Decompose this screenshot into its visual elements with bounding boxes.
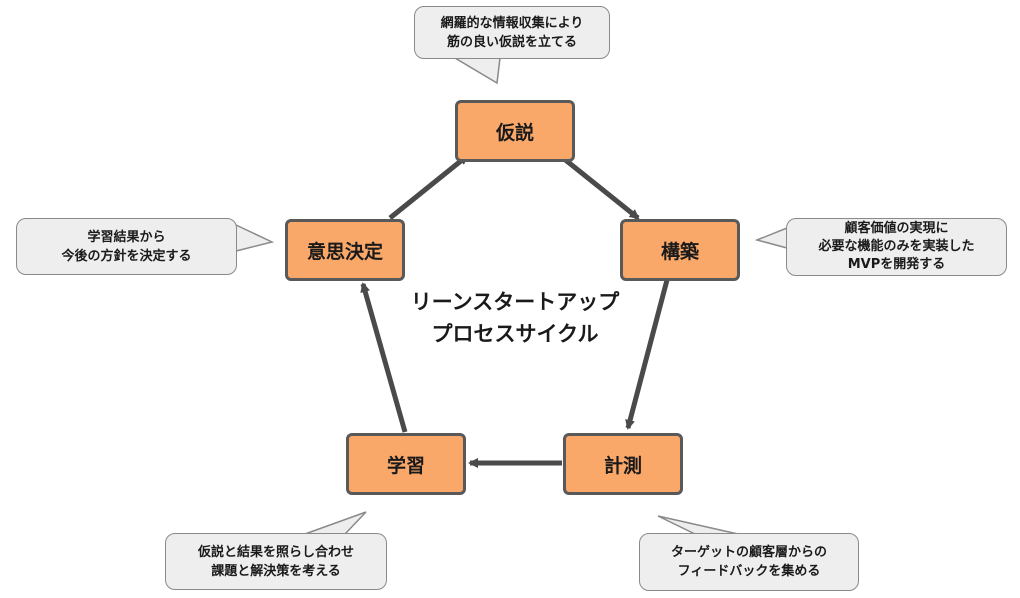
node-decide: 意思決定 (285, 219, 405, 281)
callout-tail-measure (657, 515, 739, 535)
callout-decide: 学習結果から 今後の方針を決定する (16, 218, 237, 275)
callout-measure-line-1: ターゲットの顧客層からの (670, 545, 827, 560)
callout-build: 顧客価値の実現に 必要な機能のみを実装した MVPを開発する (786, 218, 1007, 276)
arrow-decide-to-hypothesis (388, 154, 469, 220)
center-title-line-2: プロセスサイクル (431, 322, 599, 346)
callout-hypothesis-line-1: 網羅的な情報収集により (440, 15, 584, 31)
callout-learn-line-1: 仮説と結果を照らし合わせ (197, 544, 354, 560)
callout-measure-line-2: フィードバックを集める (677, 564, 821, 579)
callout-build-line-3: MVPを開発する (847, 257, 946, 272)
node-build: 構築 (620, 219, 740, 281)
callout-decide-line-2: 今後の方針を決定する (61, 248, 192, 264)
node-hypothesis: 仮説 (455, 100, 575, 162)
callout-tail-hypothesis (452, 57, 501, 85)
arrow-learn-to-decide (360, 282, 408, 433)
callout-hypothesis-line-2: 筋の良い仮説を立てる (446, 34, 577, 50)
callout-learn: 仮説と結果を照らし合わせ 課題と解決策を考える (165, 533, 387, 590)
callout-build-line-2: 必要な機能のみを実装した (818, 239, 975, 254)
callout-build-line-1: 顧客価値の実現に (844, 221, 949, 236)
center-title: リーンスタートアップ プロセスサイクル (380, 286, 650, 350)
arrow-hypothesis-to-build (556, 152, 640, 220)
callout-measure: ターゲットの顧客層からの フィードバックを集める (639, 533, 859, 591)
center-title-line-1: リーンスタートアップ (410, 290, 620, 314)
node-measure: 計測 (563, 433, 683, 495)
callout-tail-decide (235, 223, 275, 252)
callout-decide-line-1: 学習結果から (87, 229, 166, 245)
callout-tail-learn (304, 511, 367, 535)
callout-hypothesis: 網羅的な情報収集により 筋の良い仮説を立てる (414, 6, 610, 59)
callout-tail-build (754, 226, 788, 249)
arrow-build-to-measure (625, 279, 670, 430)
node-learn: 学習 (346, 433, 466, 495)
callout-learn-line-2: 課題と解決策を考える (211, 563, 341, 579)
